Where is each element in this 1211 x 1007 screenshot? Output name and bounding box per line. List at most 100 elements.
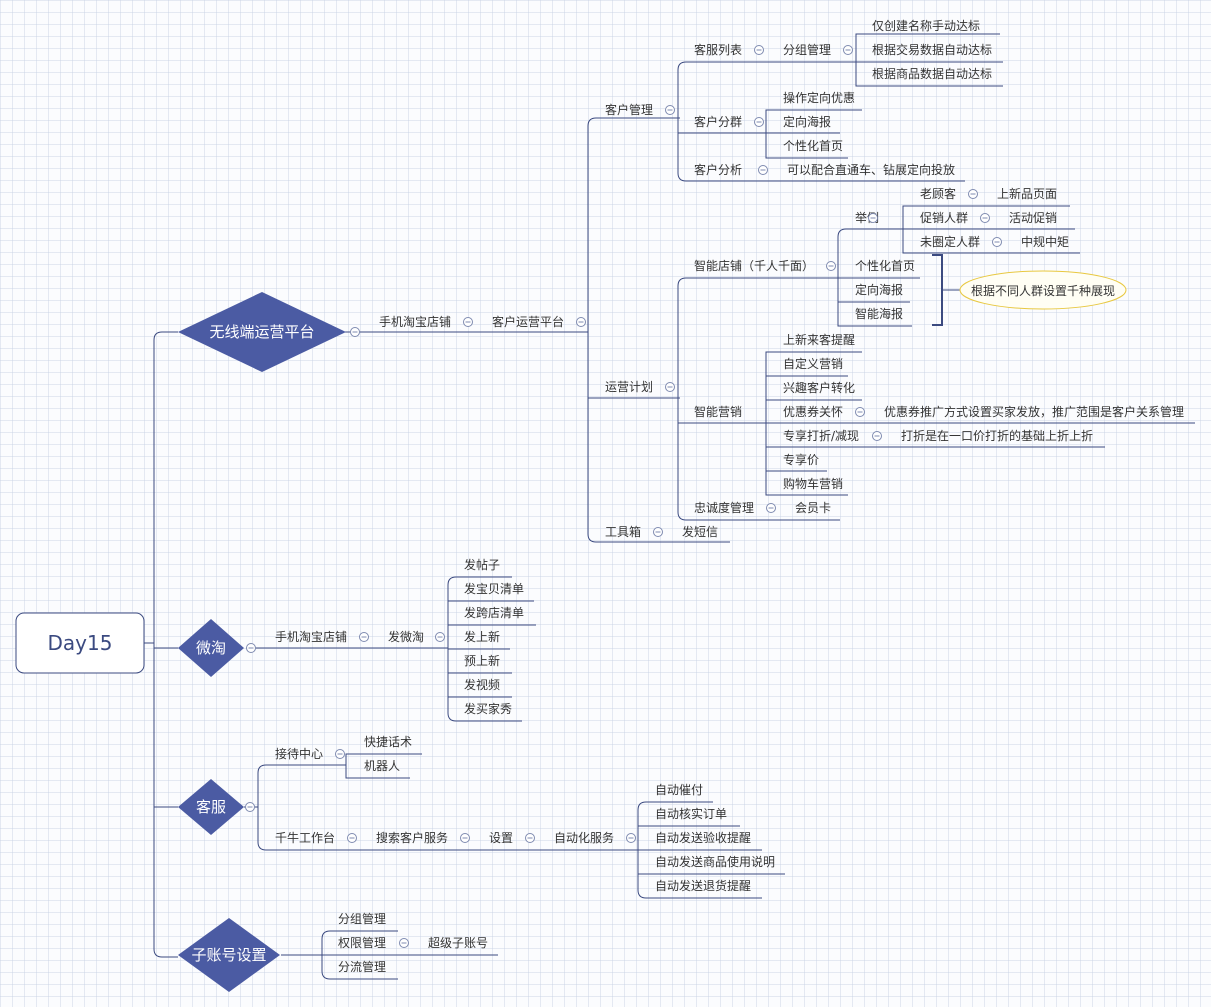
collapse-toggle-icon[interactable] <box>347 833 357 843</box>
node-targeted-poster[interactable]: 定向海报 <box>783 114 831 129</box>
collapse-toggle-icon[interactable] <box>525 833 535 843</box>
node-undefined-group[interactable]: 未圈定人群 <box>920 234 980 249</box>
main-node-wireless[interactable]: 无线端运营平台 <box>178 292 346 372</box>
node-mobile-shop-2[interactable]: 手机淘宝店铺 <box>275 630 347 644</box>
node-search-service[interactable]: 搜索客户服务 <box>376 830 448 845</box>
collapse-toggle-icon[interactable] <box>626 833 636 843</box>
collapse-toggle-icon[interactable] <box>653 527 663 537</box>
node-perm-mgmt[interactable]: 权限管理 <box>338 935 386 950</box>
node-send-sms[interactable]: 发短信 <box>682 524 718 539</box>
node-post-item-list[interactable]: 发宝贝清单 <box>464 581 524 596</box>
node-exclusive-price[interactable]: 专享价 <box>783 452 819 467</box>
node-post-topic[interactable]: 发帖子 <box>464 557 500 572</box>
node-post-weitao[interactable]: 发微淘 <box>388 629 424 644</box>
node-sub-group-mgmt[interactable]: 分组管理 <box>338 911 386 926</box>
node-by-goods-data[interactable]: 根据商品数据自动达标 <box>872 66 992 81</box>
node-moderate[interactable]: 中规中矩 <box>1021 234 1069 249</box>
node-personal-home[interactable]: 个性化首页 <box>783 139 843 153</box>
node-discount-note[interactable]: 打折是在一口价打折的基础上折上折 <box>901 428 1093 443</box>
collapse-toggle-icon[interactable] <box>980 213 990 223</box>
node-settings[interactable]: 设置 <box>489 831 513 845</box>
node-auto-urge-pay[interactable]: 自动催付 <box>655 783 703 797</box>
node-quick-phrases[interactable]: 快捷话术 <box>364 735 412 749</box>
node-smart-poster[interactable]: 智能海报 <box>855 306 903 321</box>
node-targeted-discount[interactable]: 操作定向优惠 <box>783 90 855 105</box>
node-group-mgmt[interactable]: 分组管理 <box>783 42 831 57</box>
node-post-video[interactable]: 发视频 <box>464 677 500 692</box>
node-customer-platform[interactable]: 客户运营平台 <box>492 314 564 329</box>
collapse-toggles[interactable] <box>245 45 1002 948</box>
collapse-toggle-icon[interactable] <box>968 189 978 199</box>
node-post-cross-list[interactable]: 发跨店清单 <box>464 605 524 620</box>
node-personal-home-2[interactable]: 个性化首页 <box>855 259 915 273</box>
node-customer-analysis[interactable]: 客户分析 <box>694 162 742 177</box>
node-exclusive-discount[interactable]: 专享打折/减现 <box>783 428 859 443</box>
node-promo-group[interactable]: 促销人群 <box>920 211 968 225</box>
node-robot[interactable]: 机器人 <box>364 759 400 773</box>
callout-node[interactable]: 根据不同人群设置千种展现 <box>959 270 1127 310</box>
node-auto-verify-order[interactable]: 自动核实订单 <box>655 806 727 821</box>
collapse-toggle-icon[interactable] <box>463 317 473 327</box>
node-member-card[interactable]: 会员卡 <box>795 501 831 515</box>
node-smart-marketing[interactable]: 智能营销 <box>694 404 742 419</box>
collapse-toggle-icon[interactable] <box>246 643 256 653</box>
node-auto-refund-reminder[interactable]: 自动发送退货提醒 <box>655 878 751 893</box>
node-customer-segment[interactable]: 客户分群 <box>694 114 742 129</box>
node-ops-plan[interactable]: 运营计划 <box>605 380 653 394</box>
node-toolbox[interactable]: 工具箱 <box>605 524 641 539</box>
node-mobile-shop[interactable]: 手机淘宝店铺 <box>379 315 451 329</box>
main-node-kefu[interactable]: 客服 <box>178 779 244 835</box>
main-node-weitao[interactable]: 微淘 <box>178 619 244 677</box>
collapse-toggle-icon[interactable] <box>855 407 865 417</box>
collapse-toggle-icon[interactable] <box>826 261 836 271</box>
node-old-customer[interactable]: 老顾客 <box>920 186 956 201</box>
node-custom-marketing[interactable]: 自定义营销 <box>783 356 843 371</box>
node-reception[interactable]: 接待中心 <box>275 746 323 761</box>
node-only-create-name[interactable]: 仅创建名称手动达标 <box>872 18 980 33</box>
collapse-toggle-icon[interactable] <box>460 833 470 843</box>
collapse-toggle-icon[interactable] <box>758 165 768 175</box>
node-coupon-note[interactable]: 优惠券推广方式设置买家发放，推广范围是客户关系管理 <box>884 404 1184 419</box>
collapse-toggle-icon[interactable] <box>350 327 360 337</box>
node-loyalty[interactable]: 忠诚度管理 <box>694 500 754 515</box>
node-new-visitor[interactable]: 上新来客提醒 <box>783 332 855 347</box>
collapse-toggle-icon[interactable] <box>992 237 1002 247</box>
node-flow-mgmt[interactable]: 分流管理 <box>338 959 386 974</box>
node-ztc-note[interactable]: 可以配合直通车、钻展定向投放 <box>787 162 955 177</box>
node-by-trade-data[interactable]: 根据交易数据自动达标 <box>872 42 992 57</box>
collapse-toggle-icon[interactable] <box>399 938 409 948</box>
collapse-toggle-icon[interactable] <box>843 45 853 55</box>
node-targeted-poster-2[interactable]: 定向海报 <box>855 282 903 297</box>
collapse-toggle-icon[interactable] <box>872 431 882 441</box>
collapse-toggle-icon[interactable] <box>245 802 255 812</box>
root-title: Day15 <box>48 631 113 655</box>
collapse-toggle-icon[interactable] <box>435 632 445 642</box>
node-customer-list[interactable]: 客服列表 <box>694 42 742 57</box>
node-new-product-page[interactable]: 上新品页面 <box>997 186 1057 201</box>
collapse-toggle-icon[interactable] <box>335 749 345 759</box>
collapse-toggle-icon[interactable] <box>766 503 776 513</box>
node-interest-convert[interactable]: 兴趣客户转化 <box>783 380 855 395</box>
main-node-subaccount[interactable]: 子账号设置 <box>178 918 280 992</box>
node-qianniu[interactable]: 千牛工作台 <box>275 830 335 845</box>
collapse-toggle-icon[interactable] <box>359 632 369 642</box>
collapse-toggle-icon[interactable] <box>754 117 764 127</box>
node-cart-marketing[interactable]: 购物车营销 <box>783 476 843 491</box>
node-auto-receipt-reminder[interactable]: 自动发送验收提醒 <box>655 830 751 845</box>
collapse-toggle-icon[interactable] <box>665 382 675 392</box>
node-coupon-care[interactable]: 优惠券关怀 <box>783 404 843 419</box>
node-super-sub-account[interactable]: 超级子账号 <box>428 935 488 950</box>
root-node[interactable]: Day15 <box>15 612 145 674</box>
collapse-toggle-icon[interactable] <box>868 213 878 223</box>
collapse-toggle-icon[interactable] <box>576 317 586 327</box>
node-pre-new[interactable]: 预上新 <box>464 653 500 668</box>
node-auto-usage-guide[interactable]: 自动发送商品使用说明 <box>655 854 775 869</box>
node-smart-shop[interactable]: 智能店铺（千人千面） <box>694 258 814 273</box>
node-auto-service[interactable]: 自动化服务 <box>554 830 614 845</box>
collapse-toggle-icon[interactable] <box>665 105 675 115</box>
node-post-buyer-show[interactable]: 发买家秀 <box>464 701 512 716</box>
node-activity-promo[interactable]: 活动促销 <box>1009 211 1057 225</box>
node-customer-mgmt[interactable]: 客户管理 <box>605 102 653 117</box>
node-post-new[interactable]: 发上新 <box>464 629 500 644</box>
collapse-toggle-icon[interactable] <box>754 45 764 55</box>
